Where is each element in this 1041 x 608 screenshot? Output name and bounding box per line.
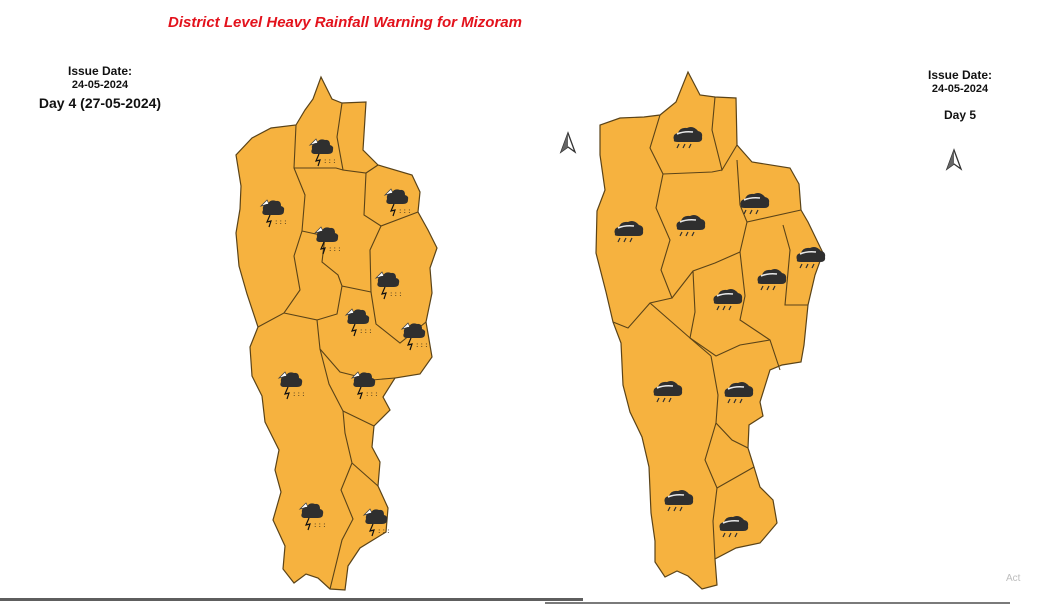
issue-date-value: 24-05-2024 xyxy=(71,79,129,91)
divider-line xyxy=(0,598,583,601)
mizoram-map-day4 xyxy=(235,75,438,591)
watermark-text: Act xyxy=(1006,573,1021,584)
state-outline xyxy=(595,70,824,590)
issue-date-label: Issue Date: xyxy=(927,68,993,82)
day-label: Day 5 xyxy=(943,108,977,122)
issue-date-value: 24-05-2024 xyxy=(931,83,989,95)
divider-line xyxy=(545,602,1010,604)
map-title: District Level Heavy Rainfall Warning fo… xyxy=(168,14,522,31)
issue-info-day4: Issue Date: 24-05-2024 Day 4 (27-05-2024… xyxy=(10,64,190,112)
issue-date-label: Issue Date: xyxy=(67,64,133,78)
north-arrow-icon xyxy=(560,132,576,153)
issue-info-day5: Issue Date: 24-05-2024 Day 5 xyxy=(900,68,1020,124)
district-boundaries xyxy=(612,96,808,560)
day-label: Day 4 (27-05-2024) xyxy=(38,95,162,111)
state-outline xyxy=(235,75,438,591)
north-arrow-icon xyxy=(946,149,962,170)
mizoram-map-day5 xyxy=(595,70,826,590)
